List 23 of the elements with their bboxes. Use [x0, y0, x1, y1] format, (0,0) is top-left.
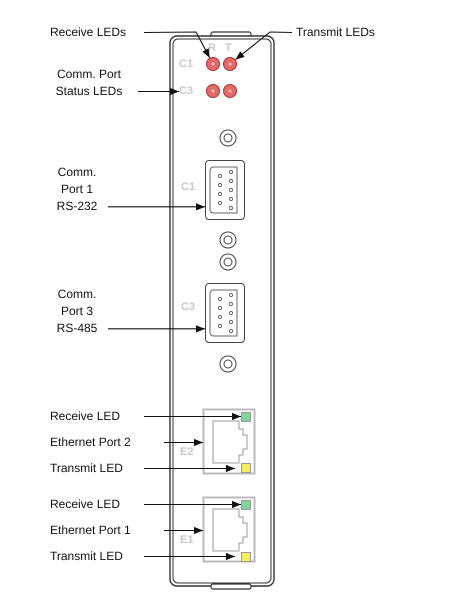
leader-line	[108, 325, 205, 332]
leader-line	[144, 31, 210, 58]
leader-line	[164, 526, 203, 534]
callout-text: Ethernet Port 1	[50, 522, 132, 539]
callout-text: Comm. Port	[56, 66, 122, 83]
leader-line	[144, 552, 235, 560]
callout-text: Status LEDs	[54, 83, 124, 100]
callout-text: Transmit LED	[50, 460, 124, 477]
callout-text: Receive LED	[50, 408, 122, 425]
leader-line	[144, 412, 241, 420]
callout-text: Receive LEDs	[50, 24, 128, 41]
callout-text: Comm. Port 3 RS-485	[56, 286, 98, 337]
leader-line	[235, 31, 292, 60]
leader-line	[108, 203, 205, 210]
leader-line	[144, 500, 241, 508]
callout-text: Transmit LEDs	[296, 24, 376, 41]
leader-line	[144, 464, 235, 472]
callout-text: Receive LED	[50, 496, 122, 513]
leader-line	[138, 88, 179, 96]
callout-text: Ethernet Port 2	[50, 434, 132, 451]
callout-text: Comm. Port 1 RS-232	[56, 164, 98, 215]
leader-line	[164, 438, 203, 446]
callout-text: Transmit LED	[50, 548, 124, 565]
